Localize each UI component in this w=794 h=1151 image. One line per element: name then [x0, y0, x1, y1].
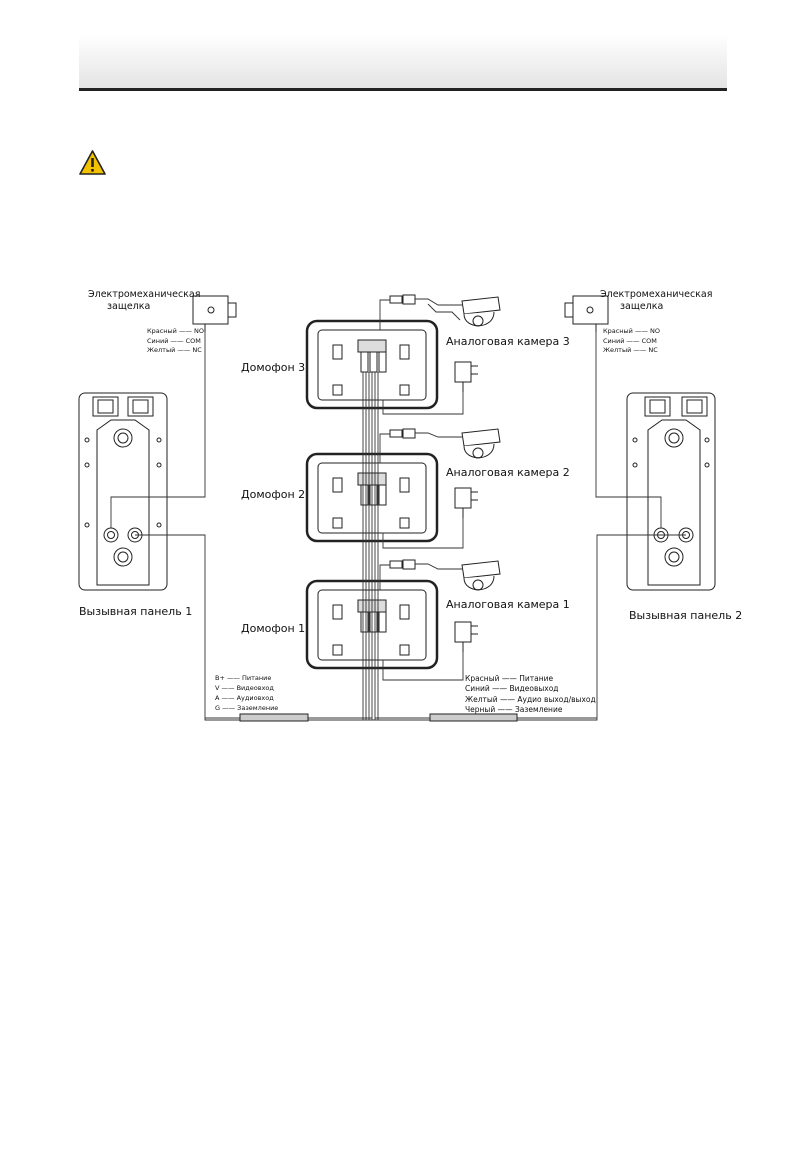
monitor-3-label: Домофон 3	[241, 361, 305, 374]
lock-left-title-line1: Электромеханическая	[88, 289, 200, 300]
legend-left-4: G —— Заземление	[215, 704, 278, 712]
call-panel-2-label: Вызывная панель 2	[629, 609, 742, 622]
lock-right-title-line1: Электромеханическая	[600, 289, 712, 300]
header-rule	[79, 88, 727, 91]
monitor-1-label: Домофон 1	[241, 622, 305, 635]
call-panel-left	[78, 392, 168, 591]
power-adapter-2	[454, 487, 478, 518]
cable-segment-left	[239, 713, 309, 722]
camera-1	[461, 560, 501, 591]
lock-left-title-line2: защелка	[107, 301, 150, 312]
camera-3	[461, 296, 501, 327]
legend-right-4: Черный —— Заземление	[465, 705, 563, 714]
monitor-3	[305, 319, 439, 410]
camera-2-label: Аналоговая камера 2	[446, 466, 570, 479]
lock-left	[192, 295, 237, 332]
call-panel-right	[626, 392, 716, 591]
camera-3-label: Аналоговая камера 3	[446, 335, 570, 348]
legend-right-1: Красный —— Питание	[465, 674, 554, 683]
warning-icon	[79, 150, 106, 175]
lock-left-wire-3: Желтый —— NC	[147, 346, 202, 354]
legend-left-3: A —— Аудиовход	[215, 694, 274, 702]
legend-left-2: V —— Видеовход	[215, 684, 274, 692]
lock-right-title-line2: защелка	[620, 301, 663, 312]
call-panel-1-label: Вызывная панель 1	[79, 605, 192, 618]
monitor-2-label: Домофон 2	[241, 488, 305, 501]
lock-left-wire-2: Синий —— COM	[147, 337, 201, 345]
legend-left-1: B+ —— Питание	[215, 674, 271, 682]
legend-right-2: Синий —— Видеовыход	[465, 684, 559, 693]
page-header-bar	[79, 34, 727, 88]
power-adapter-3	[454, 361, 478, 392]
lock-right-wire-1: Красный —— NO	[603, 327, 660, 335]
video-connectors	[389, 294, 416, 570]
lock-right	[564, 295, 609, 332]
lock-right-wire-3: Желтый —— NC	[603, 346, 658, 354]
camera-2	[461, 428, 501, 459]
cable-segment-right	[429, 713, 518, 722]
legend-right-3: Желтый —— Аудио выход/выход	[465, 695, 596, 704]
lock-left-wire-1: Красный —— NO	[147, 327, 204, 335]
lock-right-wire-2: Синий —— COM	[603, 337, 657, 345]
camera-1-label: Аналоговая камера 1	[446, 598, 570, 611]
power-adapter-1	[454, 621, 478, 652]
